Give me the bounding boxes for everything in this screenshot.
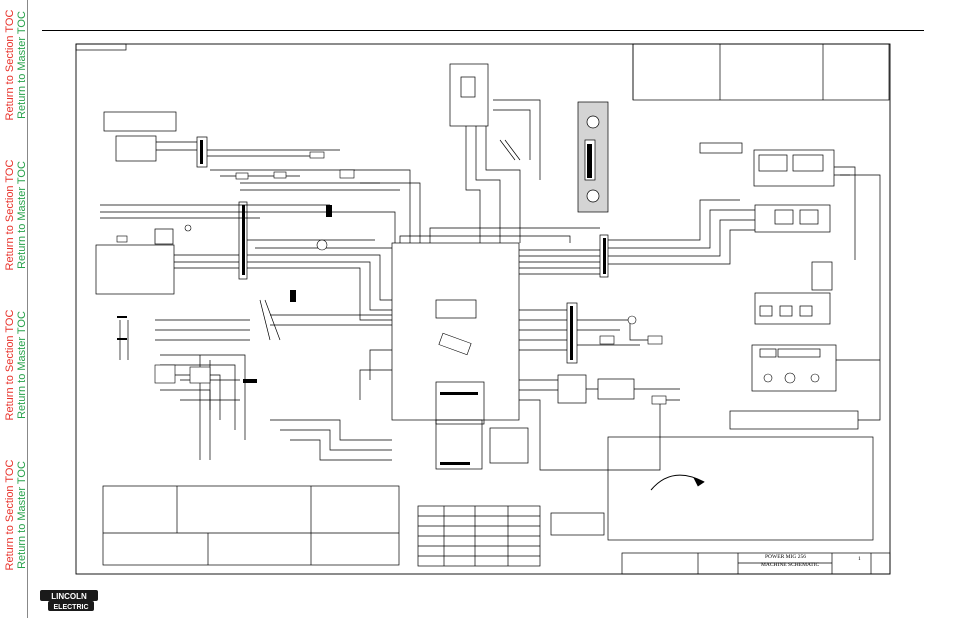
toc-sidebar: Return to Section TOC Return to Master T… (0, 0, 28, 618)
lincoln-electric-logo: LINCOLN ELECTRIC (40, 590, 98, 611)
header-rule (42, 30, 924, 31)
title-block-product: POWER MIG 256 (765, 554, 806, 560)
title-block-sheet: 1 (858, 556, 861, 562)
logo-line-1: LINCOLN (51, 592, 87, 601)
title-block-drawing-title: MACHINE SCHEMATIC (761, 562, 820, 568)
logo-line-2: ELECTRIC (54, 604, 89, 611)
